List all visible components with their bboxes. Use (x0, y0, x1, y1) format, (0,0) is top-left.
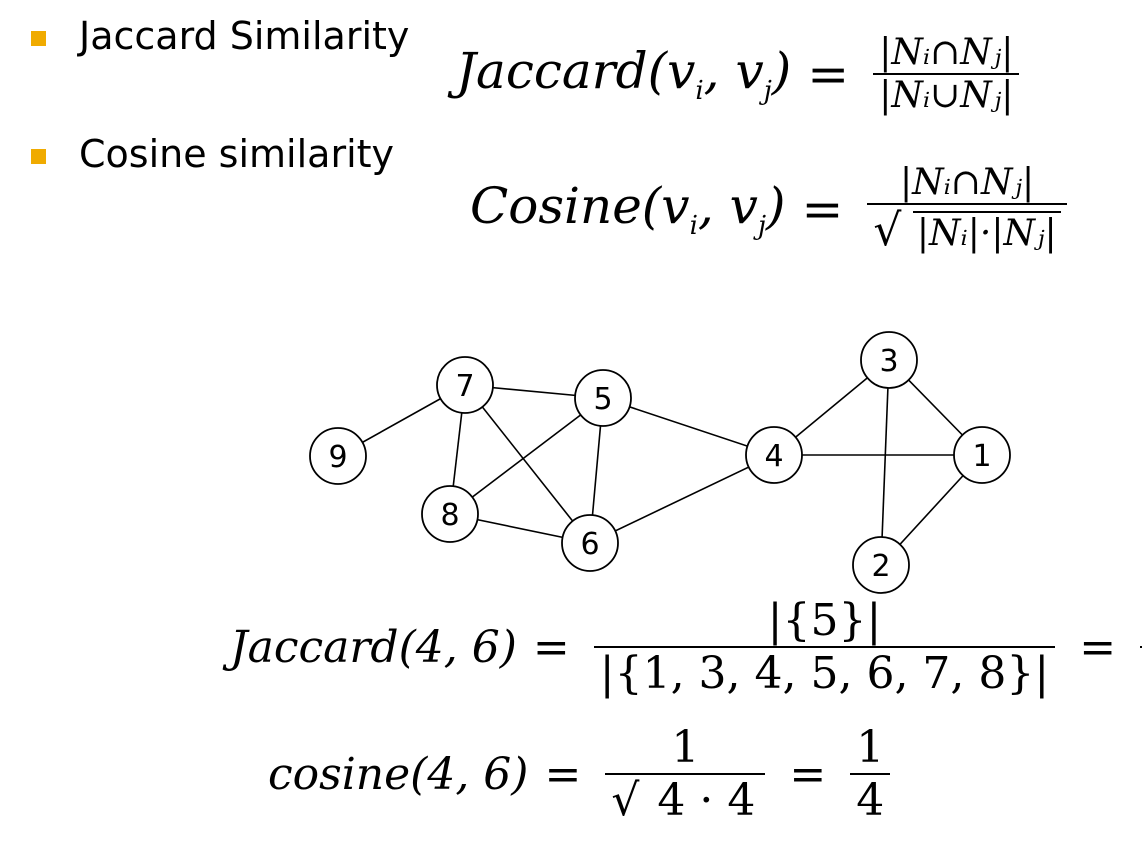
jaccard-numerator: |Nᵢ∩Nⱼ| (879, 32, 1014, 73)
node-9: 9 (309, 427, 367, 485)
equals-sign: = (801, 180, 844, 238)
graph-nodes: 1 2 3 4 5 6 7 8 9 (309, 331, 1011, 594)
node-circle (852, 536, 910, 594)
edge-3-2 (880, 359, 890, 566)
cosine-lhs-text: Cosine(v (470, 177, 690, 235)
node-label: 1 (972, 439, 991, 474)
node-6: 6 (561, 514, 619, 572)
cosine-example-lhs: cosine(4, 6) (268, 748, 529, 800)
bullet-marker (31, 148, 46, 164)
node-2: 2 (852, 536, 910, 594)
node-circle (953, 426, 1011, 484)
fraction-bar (850, 773, 891, 775)
edge-7-6 (464, 384, 591, 544)
cosine-denominator: √ |Nᵢ|·|Nⱼ| (867, 205, 1066, 256)
node-label: 5 (593, 382, 612, 417)
jaccard-formula: Jaccard(vi, vj) = |Nᵢ∩Nⱼ| |Nᵢ∪Nⱼ| (456, 32, 1027, 116)
cosine-formula: Cosine(vi, vj) = |Nᵢ∩Nⱼ| √ |Nᵢ|·|Nⱼ| (470, 162, 1075, 256)
vj-subscript: j (757, 211, 766, 241)
bullet-marker (31, 30, 46, 46)
jaccard-result-fraction: 1 7 (1140, 595, 1142, 699)
edge-5-4 (602, 397, 775, 456)
equals-sign: = (789, 748, 827, 800)
fraction-bar (605, 773, 766, 775)
vi-subscript: i (695, 76, 704, 106)
jaccard-example-denominator: |{1, 3, 4, 5, 6, 7, 8}| (599, 648, 1050, 699)
node-circle (436, 356, 494, 414)
jaccard-denominator: |Nᵢ∪Nⱼ| (879, 75, 1014, 116)
node-5: 5 (574, 369, 632, 427)
equals-sign: = (532, 621, 570, 673)
cosine-example-denominator: √ 4 · 4 (605, 773, 765, 826)
node-label: 7 (455, 369, 474, 404)
node-label: 6 (580, 527, 599, 562)
node-1: 1 (953, 426, 1011, 484)
fraction-bar (593, 646, 1056, 648)
node-circle (860, 331, 918, 389)
cosine-example-numerator: 1 (671, 722, 700, 773)
node-label: 3 (879, 344, 898, 379)
fraction-bar (873, 73, 1020, 75)
cosine-result-fraction: 1 4 (850, 722, 891, 826)
edge-6-4 (589, 454, 775, 544)
sqrt-radicand: |Nᵢ|·|Nⱼ| (912, 211, 1061, 254)
node-circle (574, 369, 632, 427)
bullet-cosine: Cosine similarity (31, 132, 394, 176)
bullet-label: Cosine similarity (79, 132, 395, 176)
vj-subscript: j (763, 76, 772, 106)
cosine-example: cosine(4, 6) = 1 √ 4 · 4 = 1 4 (268, 722, 898, 826)
equals-sign: = (544, 748, 582, 800)
node-label: 8 (440, 498, 459, 533)
node-circle (745, 426, 803, 484)
cosine-formula-lhs: Cosine(vi, vj) (470, 177, 786, 241)
jaccard-example-numerator: |{5}| (767, 595, 882, 646)
node-8: 8 (421, 485, 479, 543)
fraction-bar (1140, 646, 1142, 648)
node-4: 4 (745, 426, 803, 484)
jaccard-formula-lhs: Jaccard(vi, vj) (456, 42, 792, 106)
node-label: 4 (764, 439, 783, 474)
edge-5-8 (449, 397, 604, 515)
cosine-fraction: |Nᵢ∩Nⱼ| √ |Nᵢ|·|Nⱼ| (867, 162, 1067, 256)
node-label: 9 (328, 440, 347, 475)
sqrt-symbol: √ (873, 205, 902, 256)
sqrt-radicand: 4 · 4 (653, 773, 760, 826)
sqrt-symbol: √ (611, 775, 640, 826)
jaccard-fraction: |Nᵢ∩Nⱼ| |Nᵢ∪Nⱼ| (873, 32, 1020, 116)
bullet-jaccard: Jaccard Similarity (31, 14, 409, 58)
jaccard-lhs-text: Jaccard(v (456, 42, 696, 100)
cosine-result-numerator: 1 (856, 722, 885, 773)
node-label: 2 (871, 549, 890, 584)
equals-sign: = (1079, 621, 1117, 673)
node-3: 3 (860, 331, 918, 389)
node-circle (561, 514, 619, 572)
vi-subscript: i (689, 211, 698, 241)
jaccard-example-fraction: |{5}| |{1, 3, 4, 5, 6, 7, 8}| (593, 595, 1056, 699)
bullet-label: Jaccard Similarity (79, 14, 410, 58)
cosine-numerator: |Nᵢ∩Nⱼ| (899, 162, 1035, 203)
node-circle (309, 427, 367, 485)
cosine-result-denominator: 4 (856, 775, 885, 826)
jaccard-example-lhs: Jaccard(4, 6) (230, 621, 517, 673)
jaccard-example: Jaccard(4, 6) = |{5}| |{1, 3, 4, 5, 6, 7… (230, 595, 1142, 699)
node-7: 7 (436, 356, 494, 414)
cosine-example-fraction: 1 √ 4 · 4 (605, 722, 766, 826)
equals-sign: = (807, 45, 850, 103)
fraction-bar (867, 203, 1067, 205)
node-circle (421, 485, 479, 543)
